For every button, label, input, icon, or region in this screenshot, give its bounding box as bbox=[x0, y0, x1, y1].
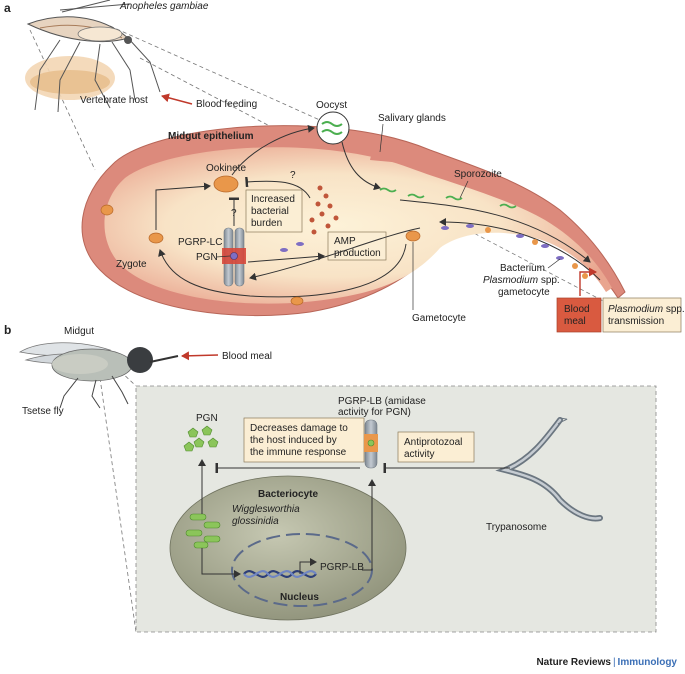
publisher-name: Nature Reviews bbox=[536, 657, 611, 668]
blood-feeding-arrow bbox=[161, 93, 193, 105]
pgn-molecules bbox=[183, 425, 219, 452]
trypanosome-label: Trypanosome bbox=[486, 522, 547, 533]
bottom-gametocyte bbox=[290, 296, 304, 306]
midgut-label: Midgut bbox=[64, 326, 94, 337]
sporozoite-label: Sporozoite bbox=[454, 169, 502, 180]
vertebrate-host-label: Vertebrate host bbox=[80, 95, 148, 106]
svg-text:Plasmodium spp.: Plasmodium spp. bbox=[608, 304, 685, 315]
lumen-gametocytes bbox=[485, 227, 588, 279]
ookinete-to-oocyst-arrow bbox=[231, 124, 315, 176]
panel-a: a Anopheles gambiae bbox=[4, 0, 685, 333]
gametocyte-to-zygote-arrow bbox=[158, 243, 407, 298]
svg-text:the immune response: the immune response bbox=[250, 447, 347, 458]
diagram-canvas: a Anopheles gambiae bbox=[4, 0, 685, 633]
journal-name: Immunology bbox=[617, 657, 677, 668]
bacterium-pointer bbox=[547, 258, 561, 269]
sporozoite-pointer bbox=[459, 180, 469, 199]
plasmodium-gametocyte-label: Plasmodium spp. bbox=[483, 275, 560, 286]
question-mark-1: ? bbox=[290, 170, 296, 181]
panel-b-letter: b bbox=[4, 323, 11, 337]
credits: Nature Reviews|Immunology bbox=[536, 657, 677, 668]
blood-meal-arrow-b bbox=[181, 351, 219, 361]
bacteria-to-receptor-arrow bbox=[249, 227, 421, 281]
antiprotozoal-box: Antiprotozoal activity bbox=[397, 431, 475, 463]
svg-text:bacterial: bacterial bbox=[251, 206, 289, 217]
panel-b: b Midgut Blood meal Tsetse fly PG bbox=[4, 323, 657, 633]
lumen-bacteria bbox=[280, 224, 564, 260]
svg-text:Antiprotozoal: Antiprotozoal bbox=[404, 437, 462, 448]
incoming-flow-arrow bbox=[439, 218, 601, 281]
pgrp-lc-receptor bbox=[222, 227, 246, 287]
tsetse-fly-label: Tsetse fly bbox=[22, 406, 64, 417]
pgn-label-b: PGN bbox=[196, 413, 218, 424]
transcription-arrow bbox=[299, 558, 317, 574]
pgn-pointer-a bbox=[215, 255, 231, 258]
svg-text:activity: activity bbox=[404, 449, 435, 460]
oocyst-label: Oocyst bbox=[316, 100, 347, 111]
svg-text:transmission: transmission bbox=[608, 316, 664, 327]
svg-text:AMP: AMP bbox=[334, 236, 356, 247]
dna-helix bbox=[243, 570, 317, 578]
mosquito-illustration bbox=[25, 0, 161, 113]
sporozoites bbox=[379, 187, 517, 209]
species-label: Anopheles gambiae bbox=[119, 1, 209, 12]
sporozoite-flow-arrow bbox=[399, 199, 591, 263]
credits-separator: | bbox=[612, 657, 616, 668]
panel-a-letter: a bbox=[4, 1, 11, 15]
zoom-lines-b bbox=[99, 351, 137, 633]
amp-arrow bbox=[247, 252, 325, 263]
oocyst bbox=[316, 111, 350, 145]
svg-text:Increased: Increased bbox=[251, 194, 295, 205]
bacteria-cluster bbox=[309, 185, 339, 235]
midgut-epithelium-label: Midgut epithelium bbox=[168, 131, 254, 142]
salivary-gland-bump bbox=[370, 149, 392, 162]
gene-to-receptor-arrow bbox=[362, 479, 376, 571]
gametocyte-cell bbox=[405, 230, 421, 242]
svg-text:production: production bbox=[334, 248, 381, 259]
zygote-label: Zygote bbox=[116, 259, 147, 270]
wigglesworthia-label-1: Wigglesworthia bbox=[232, 504, 300, 515]
svg-text:the host induced by: the host induced by bbox=[250, 435, 337, 446]
gametocyte-label: Gametocyte bbox=[412, 313, 466, 324]
blood-feeding-label: Blood feeding bbox=[196, 99, 257, 110]
pgrp-lb-title-2: activity for PGN) bbox=[338, 407, 411, 418]
wigglesworthia-label-2: glossinidia bbox=[232, 516, 279, 527]
bacteria-to-nucleus-arrow bbox=[201, 548, 241, 578]
blood-meal-box: Blood meal bbox=[556, 297, 602, 333]
pgrp-lc-label: PGRP-LC bbox=[178, 237, 222, 248]
salivary-glands-pointer bbox=[379, 123, 384, 153]
ookinete-cell bbox=[213, 175, 239, 193]
zygote-cell bbox=[148, 232, 164, 244]
pgrp-lb-title-1: PGRP-LB (amidase bbox=[338, 396, 426, 407]
pgrp-lb-gene-label: PGRP-LB bbox=[320, 562, 364, 573]
blood-meal-arrow bbox=[579, 267, 597, 296]
pgrp-lb-receptor bbox=[364, 419, 378, 469]
bacteriocyte-cell bbox=[169, 475, 407, 621]
transmission-box: Plasmodium spp. transmission bbox=[602, 297, 685, 333]
wigglesworthia-bacteria bbox=[185, 513, 221, 549]
increased-burden-box: Increased bacterial burden bbox=[245, 189, 303, 233]
trypanosome-illustration bbox=[495, 417, 603, 522]
early-zygote-cell bbox=[100, 204, 114, 216]
svg-text:Blood: Blood bbox=[564, 304, 590, 315]
inhibition-line bbox=[245, 176, 311, 199]
pgn-label-a: PGN bbox=[196, 252, 218, 263]
svg-text:meal: meal bbox=[564, 316, 586, 327]
svg-text:burden: burden bbox=[251, 218, 282, 229]
nucleus-label: Nucleus bbox=[280, 592, 319, 603]
plasmodium-gametocyte-label-2: gametocyte bbox=[498, 287, 550, 298]
zygote-to-ookinete-arrow bbox=[155, 182, 211, 230]
tsetse-fly-illustration bbox=[18, 342, 179, 409]
bacteriocyte-label: Bacteriocyte bbox=[258, 489, 318, 500]
salivary-glands-label: Salivary glands bbox=[378, 113, 446, 124]
decreases-damage-box: Decreases damage to the host induced by … bbox=[243, 417, 365, 463]
svg-text:Decreases damage to: Decreases damage to bbox=[250, 423, 348, 434]
bacterium-label: Bacterium bbox=[500, 263, 545, 274]
oocyst-to-sporozoite-arrow bbox=[341, 141, 381, 191]
ookinete-label: Ookinete bbox=[206, 163, 246, 174]
blood-meal-label-b: Blood meal bbox=[222, 351, 272, 362]
